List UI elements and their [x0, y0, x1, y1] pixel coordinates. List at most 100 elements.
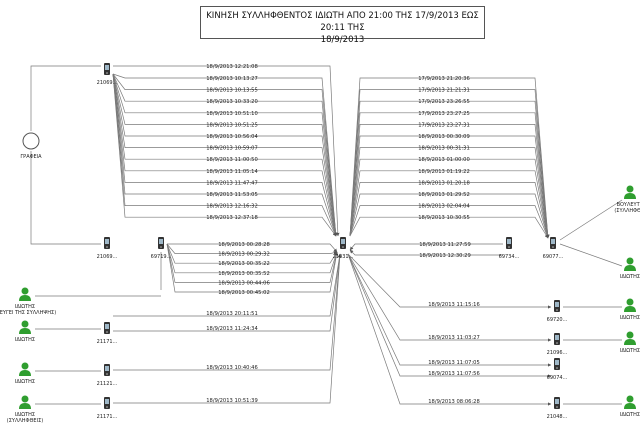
edge-line-right-bundle: [349, 205, 549, 239]
person-head: [21, 362, 29, 370]
nodes-layer: 21069...ΓΡΑΦΕΙΑ21069...69719...21031...6…: [0, 63, 640, 424]
phone-button: [106, 373, 108, 375]
edge-line-left-bundle: [112, 73, 338, 237]
node-label-p_2104: 21048...: [547, 414, 568, 420]
edge-label-right-bundle-0: 17/9/2013 21:20:36: [418, 76, 470, 82]
edge-line-left-bundle: [112, 73, 338, 237]
node-label-p_6973: 69734...: [499, 254, 520, 260]
phone-icon: [550, 237, 556, 249]
phone-icon: [554, 300, 560, 312]
edge-label-left-bundle-1: 18/9/2013 10:13:55: [206, 88, 258, 94]
phone-screen: [555, 302, 559, 307]
person-head: [626, 298, 634, 306]
person-head: [626, 395, 634, 403]
edge-line-6971: [166, 243, 338, 274]
edge-line-right-bundle: [349, 135, 550, 239]
edge-line-left-bundle: [112, 73, 338, 237]
edge-line-right-bundle: [349, 216, 549, 239]
edge-line-6971: [167, 243, 338, 253]
office-circle-icon: [22, 132, 40, 150]
person-icon: [624, 185, 636, 199]
phone-icon: [554, 397, 560, 409]
person-body: [624, 306, 636, 312]
edge-line-office-top: [30, 65, 101, 131]
person-body: [19, 403, 31, 409]
edge-label-6971-1: 18/9/2013 00:29:32: [218, 252, 270, 258]
phone-icon: [554, 358, 560, 370]
edge-label-left-bundle-2: 18/9/2013 10:33:20: [206, 99, 258, 105]
node-label-person_r_4: ΙΔΙΩΤΗΣ: [620, 348, 640, 354]
node-label-p_6907: 69077...: [543, 254, 564, 260]
phone-button: [160, 246, 162, 248]
person-icon: [19, 320, 31, 334]
edge-line-top: [113, 65, 340, 237]
node-label-p_top: 21069...: [97, 80, 118, 86]
edge-label-right-bundle-8: 18/9/2013 01:19:22: [418, 169, 470, 175]
phone-screen: [341, 239, 345, 244]
phone-screen: [159, 239, 163, 244]
edge-label-lower-right-4: 18/9/2013 08:06:28: [428, 399, 480, 405]
edge-line-person: [559, 243, 623, 267]
edge-label-6971-2: 18/9/2013 00:35:22: [218, 261, 270, 267]
person-icon: [19, 362, 31, 376]
title-line-1: ΚΙΝΗΣΗ ΣΥΛΛΗΦΘΕΝΤΟΣ ΙΔΙΩΤΗ ΑΠΟ 21:00 ΤΗΣ…: [206, 11, 479, 33]
node-label-person_l_1: ΙΔΙΩΤΗΣ: [15, 304, 35, 310]
edge-line-lower-right: [347, 253, 552, 378]
edge-label-left-bundle-4: 18/9/2013 10:51:25: [206, 122, 258, 128]
phone-icon: [104, 322, 110, 334]
edge-line-right-bundle: [349, 193, 549, 239]
phone-icon: [554, 333, 560, 345]
node-label-p_2117a: 21171...: [97, 339, 118, 345]
node-label-person_l_2: ΙΔΙΩΤΗΣ: [15, 337, 35, 343]
phone-screen: [551, 239, 555, 244]
node-label-person_l_4: ΙΔΙΩΤΗΣ: [15, 412, 35, 418]
title-line-2: 18/9/2013: [320, 35, 365, 45]
edge-line-person: [559, 199, 623, 241]
person-body: [624, 403, 636, 409]
edge-line-lower-right: [347, 253, 552, 342]
phone-screen: [555, 335, 559, 340]
node-label-person_l_1-2: (ΦΕΥΓΕΙ ΤΗΣ ΣΥΛΛΗΨΗΣ): [0, 310, 56, 316]
phone-button: [106, 246, 108, 248]
edge-line-left-bundle: [112, 73, 338, 237]
edge-line-left-bundle: [112, 73, 337, 237]
edge-line-right-bundle: [349, 89, 550, 239]
edge-label-left-bundle-12: 18/9/2013 12:37:18: [206, 215, 258, 221]
phone-button: [556, 309, 558, 311]
phone-button: [106, 331, 108, 333]
edge-label-right-bundle-5: 18/9/2013 00:30:09: [418, 134, 470, 140]
edge-label-lower-left-3: 18/9/2013 10:51:39: [206, 398, 258, 404]
edge-label-right-bundle-9: 18/9/2013 01:20:18: [418, 180, 470, 186]
phone-screen: [555, 399, 559, 404]
edge-line-right-bundle: [349, 147, 550, 239]
edge-label-6971-0: 18/9/2013 00:28:28: [218, 242, 270, 248]
edge-line-6971: [166, 243, 339, 293]
edge-label-lower-right-0: 18/9/2013 11:15:16: [428, 302, 480, 308]
node-label-person_r_3: ΙΔΙΩΤΗΣ: [620, 315, 640, 321]
person-body: [19, 328, 31, 334]
person-body: [19, 295, 31, 301]
person-icon: [624, 395, 636, 409]
phone-screen: [105, 65, 109, 70]
edge-line-6971: [166, 243, 338, 264]
phone-button: [556, 367, 558, 369]
edge-label-left-bundle-6: 18/9/2013 10:59:07: [206, 146, 258, 152]
edge-label-left-bundle-3: 18/9/2013 10:51:10: [206, 111, 258, 117]
edge-line-6971: [166, 243, 338, 255]
edge-line-6973: [349, 243, 503, 251]
node-label-p_6972: 69720...: [547, 317, 568, 323]
edge-line-lower-right: [347, 253, 552, 309]
edge-line-right-bundle: [349, 100, 550, 239]
edge-label-6973-1: 18/9/2013 12:30:29: [419, 253, 471, 259]
edge-label-right-bundle-12: 18/9/2013 10:30:55: [418, 215, 470, 221]
edge-label-right-bundle-11: 18/9/2013 02:04:04: [418, 204, 470, 210]
phone-button: [106, 72, 108, 74]
person-head: [626, 257, 634, 265]
edge-label-left-bundle-8: 18/9/2013 11:05:14: [206, 169, 258, 175]
edge-line-lower-right: [347, 253, 552, 367]
edge-line-left-bundle: [112, 73, 338, 237]
edge-label-right-bundle-1: 17/9/2013 21:21:31: [418, 88, 470, 94]
edge-label-right-bundle-3: 17/9/2013 23:27:25: [418, 111, 470, 117]
diagram-title: ΚΙΝΗΣΗ ΣΥΛΛΗΦΘΕΝΤΟΣ ΙΔΙΩΤΗ ΑΠΟ 21:00 ΤΗΣ…: [200, 6, 485, 45]
